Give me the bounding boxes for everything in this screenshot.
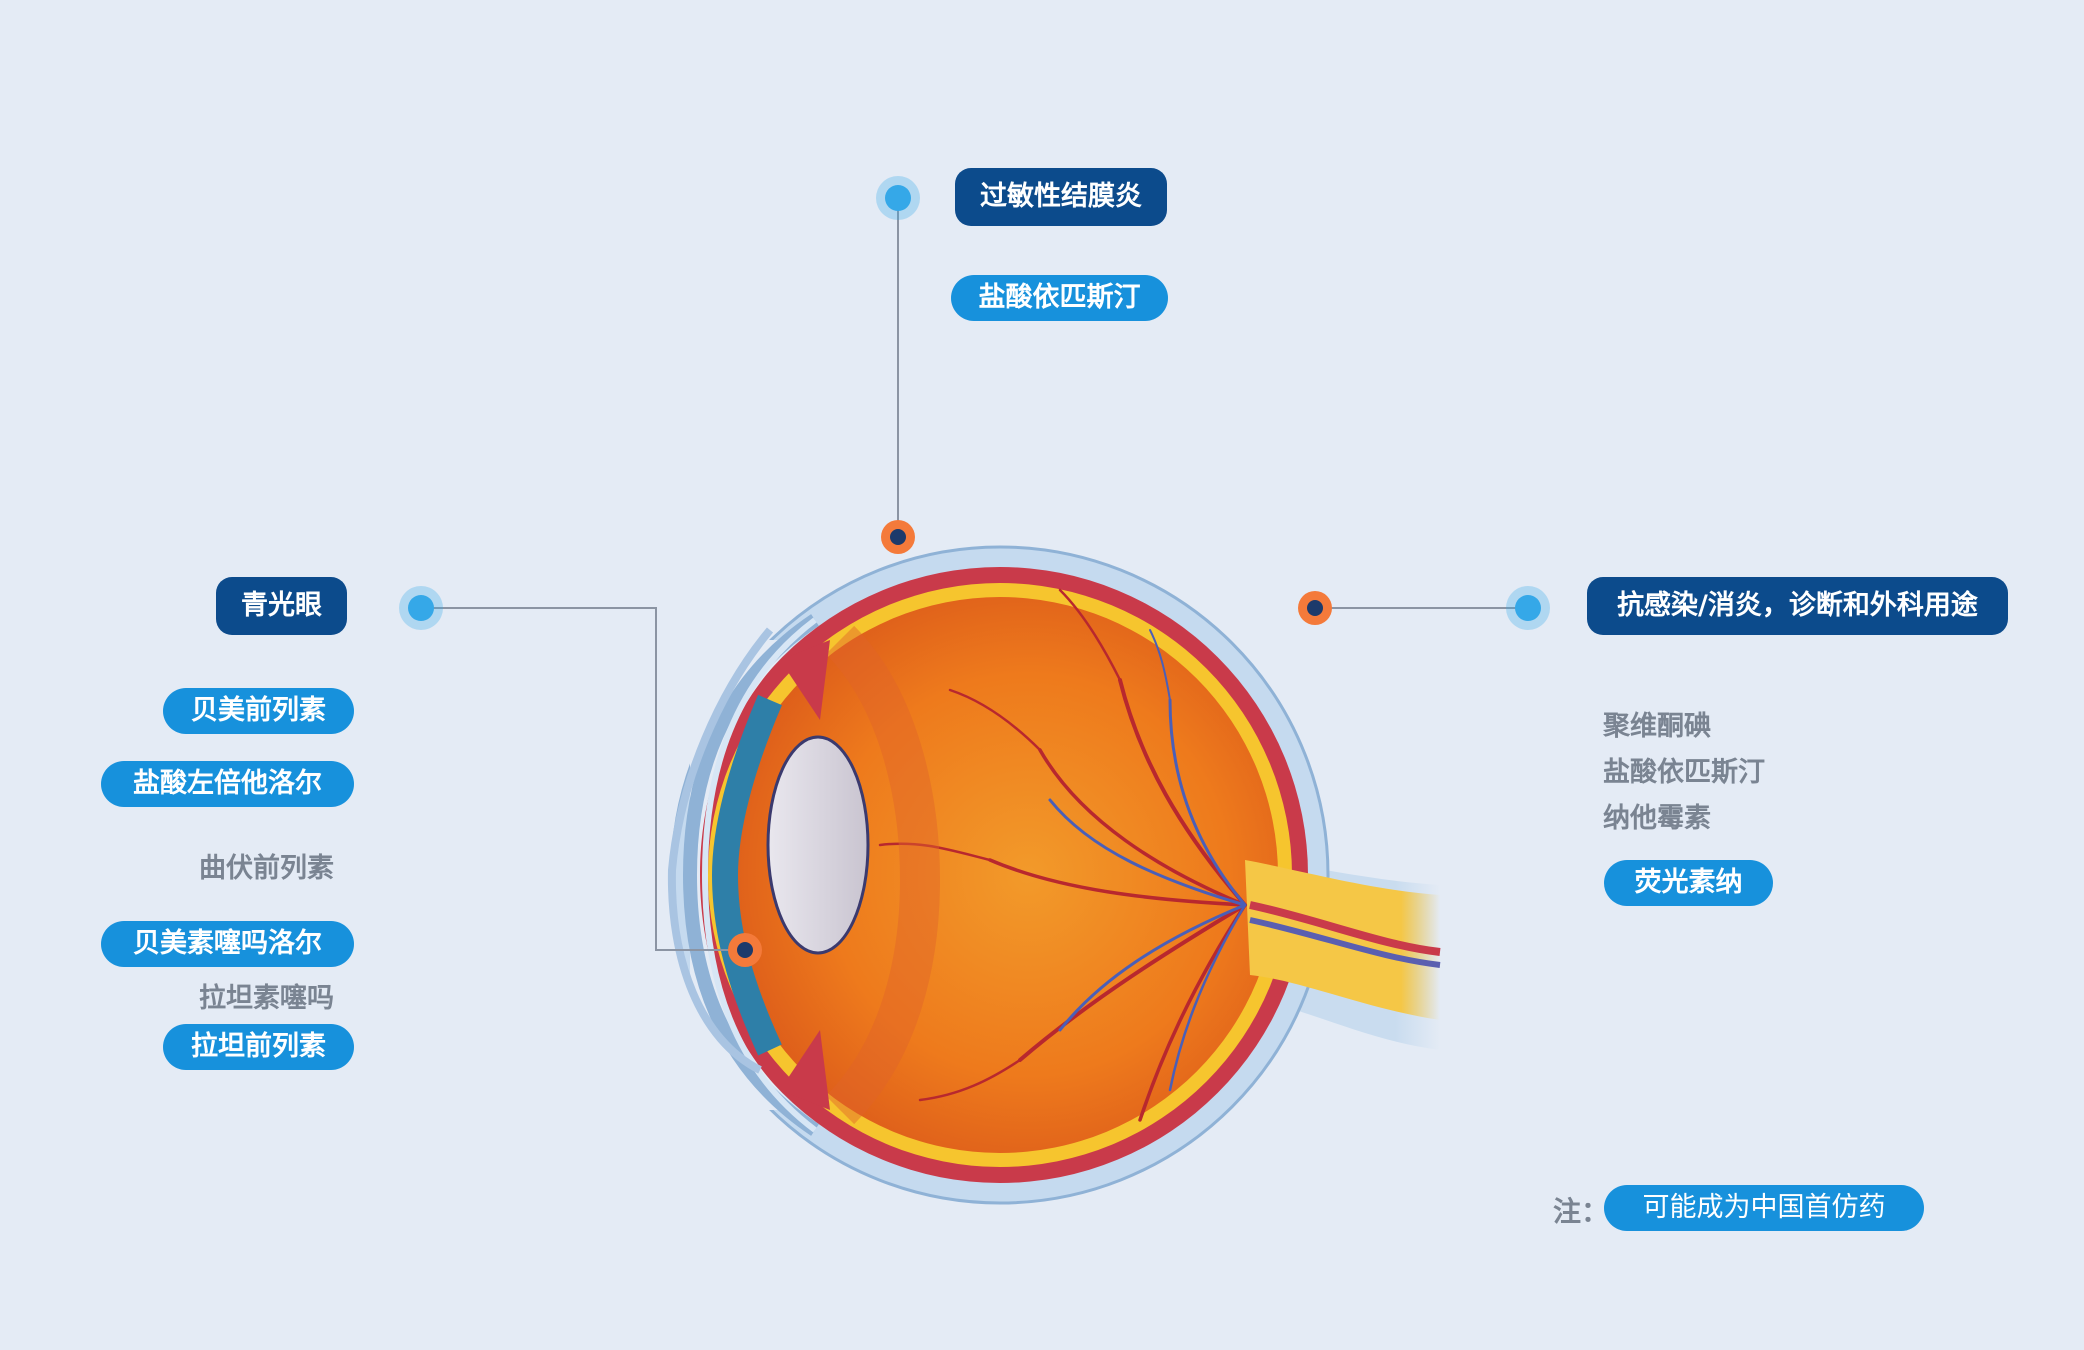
top-orange-marker [881,520,915,554]
right-orange-marker [1298,591,1332,625]
right-blue-marker [1506,586,1550,630]
drug-epinastine-right: 盐酸依匹斯汀 [1603,757,1765,788]
drug-povidone-iodine: 聚维酮碘 [1603,711,1711,742]
left-blue-marker [399,586,443,630]
drug-epinastine-top: 盐酸依匹斯汀 [951,275,1168,321]
drug-latanoprost-timolol: 拉坦素噻吗 [199,983,334,1014]
drug-fluorescein-sodium: 荧光素纳 [1604,860,1773,906]
category-allergic-conjunctivitis: 过敏性结膜炎 [955,168,1167,226]
left-orange-marker [728,933,762,967]
note-label: 注： [1553,1195,1610,1228]
drug-latanoprost: 拉坦前列素 [163,1024,354,1070]
note-first-generic-badge: 可能成为中国首仿药 [1604,1185,1924,1231]
top-blue-marker [876,176,920,220]
drug-levobetaxolol: 盐酸左倍他洛尔 [101,761,354,807]
drug-bimatoprost: 贝美前列素 [163,688,354,734]
category-anti-infective: 抗感染/消炎，诊断和外科用途 [1587,577,2008,635]
drug-natamycin: 纳他霉素 [1603,803,1711,834]
drug-bimatoprost-timolol: 贝美素噻吗洛尔 [101,921,354,967]
drug-travoprost: 曲伏前列素 [199,853,334,884]
category-glaucoma: 青光眼 [216,577,347,635]
